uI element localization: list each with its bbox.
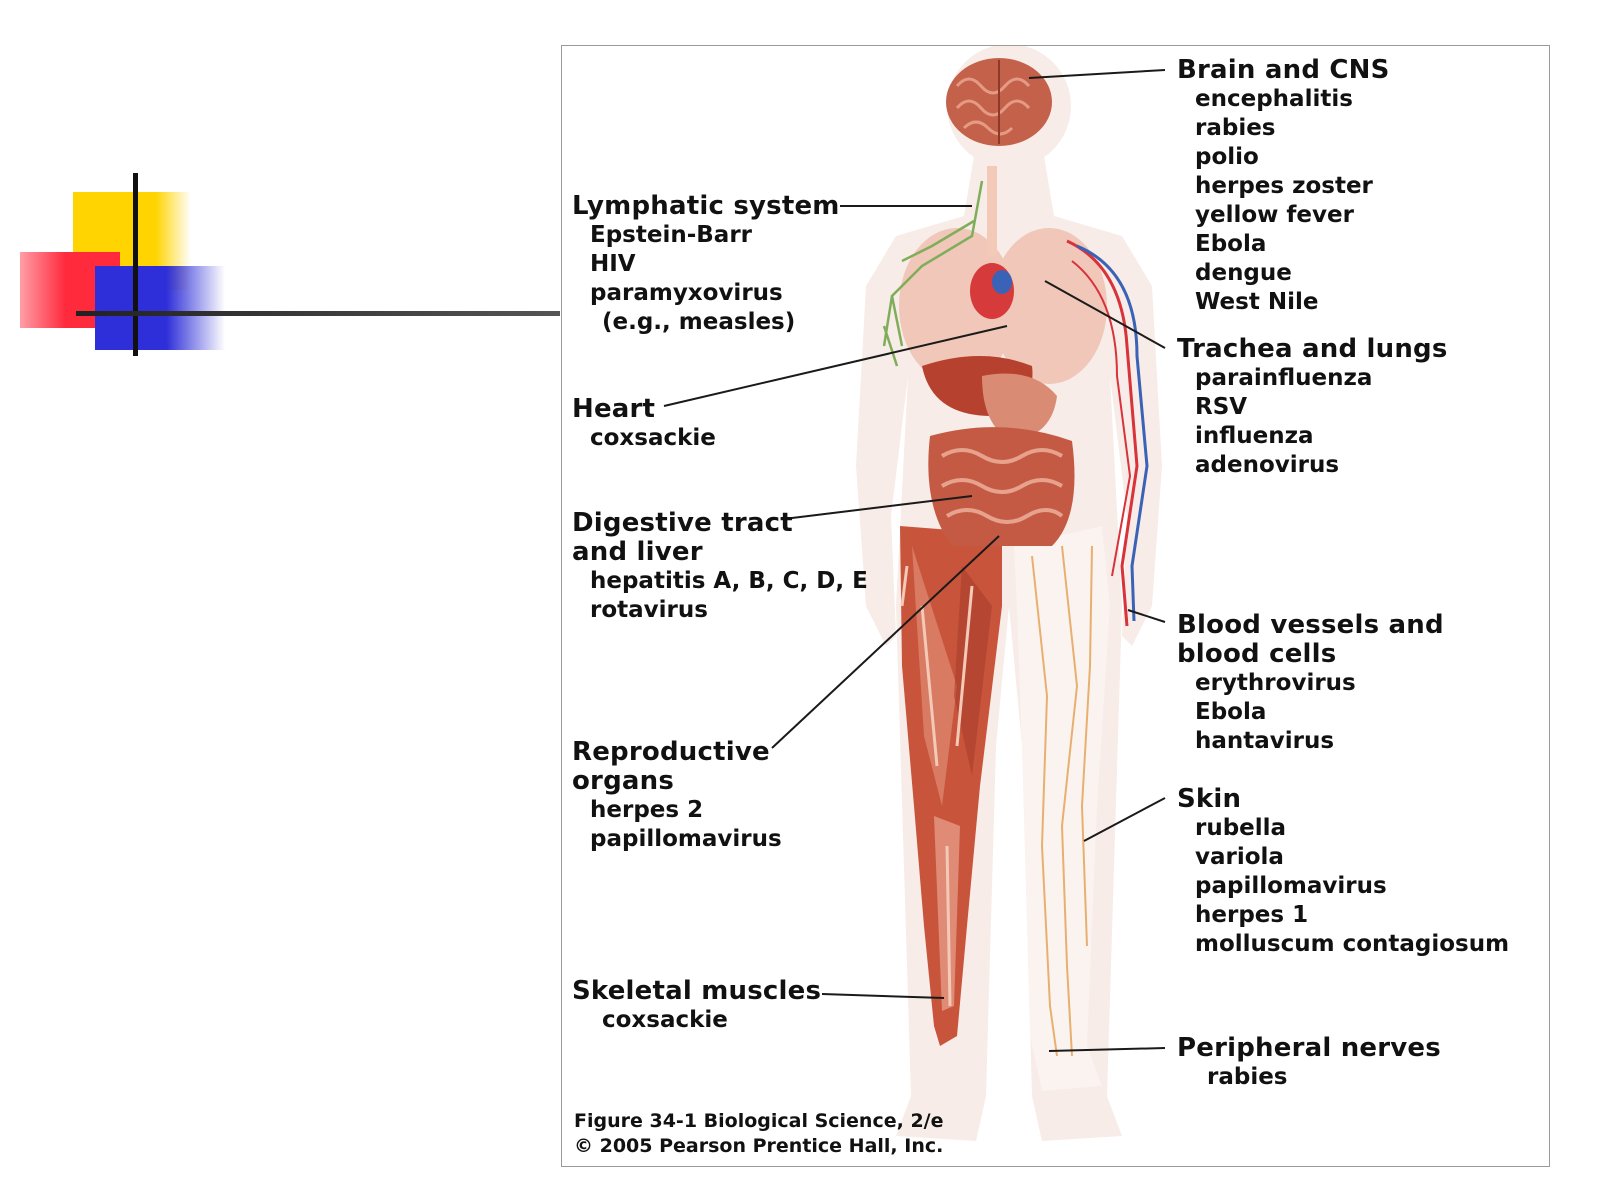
label-item: erythrovirus [1195, 670, 1356, 696]
label-item: HIV [590, 251, 636, 277]
label-item: molluscum contagiosum [1195, 931, 1510, 957]
leader-lines [663, 69, 1166, 1052]
decor-vertical-line [133, 173, 138, 356]
label-title: Peripheral nerves [1177, 1033, 1441, 1063]
copyright-line: © 2005 Pearson Prentice Hall, Inc. [574, 1135, 944, 1157]
label-item: Epstein-Barr [590, 222, 752, 248]
label-item: rotavirus [590, 597, 708, 623]
label-peripheral-nerves: Peripheral nerves rabies [1177, 1034, 1441, 1092]
lymphatic-vessels [882, 180, 984, 367]
label-item: RSV [1195, 394, 1248, 420]
label-digestive-tract: Digestive tract and liver hepatitis A, B… [572, 509, 868, 625]
label-title: and liver [572, 537, 703, 567]
label-lymphatic-system: Lymphatic system Epstein-Barr HIV paramy… [572, 192, 840, 337]
leader-line-muscle [821, 993, 945, 999]
label-item: rabies [1207, 1064, 1288, 1090]
body-illustration [663, 46, 1166, 1141]
label-trachea-lungs: Trachea and lungs parainfluenza RSV infl… [1177, 335, 1448, 480]
left-leg-muscles [900, 526, 1002, 1046]
label-title: Brain and CNS [1177, 55, 1390, 85]
right-leg [1014, 526, 1110, 1091]
label-item: rubella [1195, 815, 1287, 841]
label-item: parainfluenza [1195, 365, 1373, 391]
leader-line-digestive [791, 495, 973, 519]
label-item: yellow fever [1195, 202, 1354, 228]
leader-line-repro [771, 535, 1000, 749]
leader-line-trachea [1044, 280, 1166, 349]
figure-panel: Brain and CNS encephalitis rabies polio … [561, 45, 1550, 1167]
label-blood-vessels: Blood vessels and blood cells erythrovir… [1177, 611, 1444, 756]
label-item: herpes zoster [1195, 173, 1373, 199]
label-reproductive-organs: Reproductive organs herpes 2 papillomavi… [572, 738, 782, 854]
label-item: (e.g., measles) [602, 309, 796, 335]
label-item: hepatitis A, B, C, D, E [590, 568, 868, 594]
brain [946, 58, 1052, 146]
peripheral-nerves [1031, 545, 1093, 1057]
label-item: herpes 1 [1195, 902, 1309, 928]
label-item: encephalitis [1195, 86, 1353, 112]
label-item: influenza [1195, 423, 1314, 449]
label-title: Heart [572, 394, 656, 424]
torso-organs [899, 166, 1107, 546]
label-item: paramyxovirus [590, 280, 783, 306]
label-item: coxsackie [590, 425, 716, 451]
label-skeletal-muscles: Skeletal muscles coxsackie [572, 977, 821, 1035]
label-skin: Skin rubella variola papillomavirus herp… [1177, 785, 1509, 959]
label-title: Skeletal muscles [572, 976, 822, 1006]
leader-line-blood [1127, 609, 1166, 623]
label-title: Reproductive [572, 737, 770, 767]
credit-line: Figure 34-1 Biological Science, 2/e [574, 1110, 944, 1132]
label-title: Lymphatic system [572, 191, 840, 221]
decor-blue-square [95, 266, 225, 350]
label-title: Trachea and lungs [1177, 334, 1448, 364]
leader-line-heart [663, 325, 1008, 407]
label-item: West Nile [1195, 289, 1319, 315]
label-item: rabies [1195, 115, 1276, 141]
label-item: Ebola [1195, 699, 1267, 725]
label-item: coxsackie [602, 1007, 728, 1033]
label-item: Ebola [1195, 231, 1267, 257]
label-item: variola [1195, 844, 1284, 870]
label-title: organs [572, 766, 675, 796]
leader-line-brain [1028, 69, 1166, 79]
label-item: herpes 2 [590, 797, 704, 823]
label-item: hantavirus [1195, 728, 1335, 754]
label-item: papillomavirus [590, 826, 782, 852]
label-item: dengue [1195, 260, 1292, 286]
label-brain-cns: Brain and CNS encephalitis rabies polio … [1177, 56, 1390, 317]
leader-line-nerves [1048, 1047, 1166, 1052]
label-item: polio [1195, 144, 1259, 170]
label-title: Digestive tract [572, 508, 793, 538]
label-title: Skin [1177, 784, 1242, 814]
label-heart: Heart coxsackie [572, 395, 716, 453]
leader-line-skin [1083, 797, 1166, 842]
label-item: papillomavirus [1195, 873, 1387, 899]
label-title: Blood vessels and [1177, 610, 1444, 640]
figure-credit: Figure 34-1 Biological Science, 2/e © 20… [574, 1109, 944, 1159]
label-item: adenovirus [1195, 452, 1340, 478]
decor-horizontal-line [76, 311, 560, 316]
label-title: blood cells [1177, 639, 1337, 669]
